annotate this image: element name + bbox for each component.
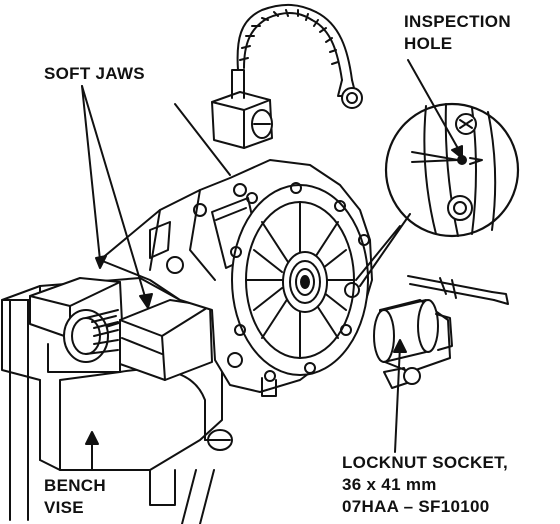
- inspection-hole-detail: [355, 102, 520, 287]
- locknut-socket-tool: [373, 275, 509, 389]
- inspection-hole-label-line2: HOLE: [404, 34, 453, 53]
- bench-vise-label-line1: BENCH: [44, 476, 106, 495]
- locknut-socket-label-line2: 36 x 41 mm: [342, 475, 437, 494]
- locknut-socket-label-line3: 07HAA – SF10100: [342, 497, 490, 516]
- speed-sensor: [211, 4, 363, 149]
- transmission-housing: [99, 159, 373, 397]
- bench-vise-label-line2: VISE: [44, 498, 84, 517]
- output-shaft: [63, 309, 119, 363]
- callout-leaders: [81, 59, 463, 471]
- sensor-leader-line: [174, 103, 231, 176]
- inspection-hole-label-line1: INSPECTION: [404, 12, 511, 31]
- soft-jaws-label: SOFT JAWS: [44, 64, 145, 83]
- locknut-socket-label-line1: LOCKNUT SOCKET,: [342, 453, 508, 472]
